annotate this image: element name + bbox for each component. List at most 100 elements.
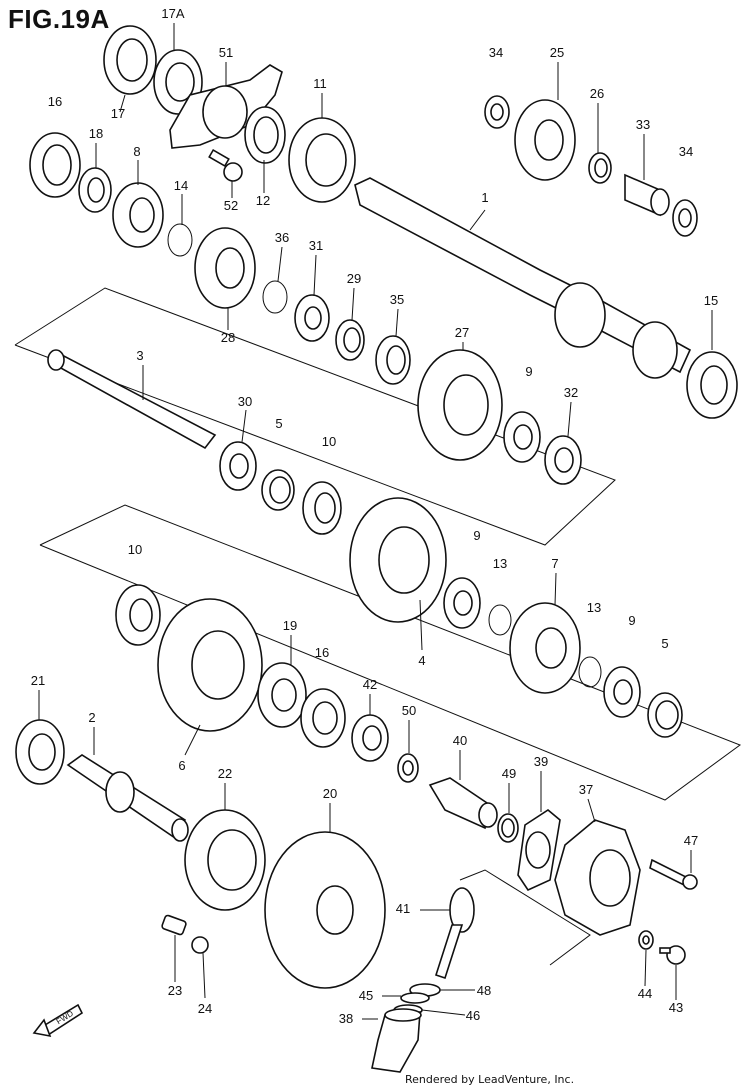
part-33-spacer[interactable]	[624, 173, 670, 217]
part-19-washer[interactable]	[257, 662, 307, 728]
part-38-speedo-sleeve[interactable]	[371, 1008, 422, 1073]
part-52-screw[interactable]	[208, 148, 243, 182]
part-22-bearing[interactable]	[184, 809, 266, 911]
callout-22[interactable]: 22	[218, 766, 232, 781]
part-47-bolt[interactable]	[649, 858, 698, 890]
part-12-oil-seal[interactable]	[244, 106, 286, 164]
callout-44[interactable]: 44	[638, 986, 652, 1001]
callout-9-1[interactable]: 9	[525, 364, 532, 379]
part-32-lock-washer[interactable]	[544, 435, 582, 485]
callout-45[interactable]: 45	[359, 988, 373, 1003]
callout-11[interactable]: 11	[313, 76, 327, 91]
callout-30[interactable]: 30	[238, 394, 252, 409]
part-49-o-ring[interactable]	[497, 813, 519, 843]
callout-51[interactable]: 51	[219, 45, 233, 60]
part-4-gear[interactable]	[349, 497, 447, 623]
part-13-circlip-a[interactable]	[488, 604, 512, 636]
part-43-bolt[interactable]	[659, 945, 686, 965]
part-9-washer-b[interactable]	[443, 577, 481, 629]
part-39-gasket[interactable]	[517, 809, 561, 892]
part-25-gear[interactable]	[514, 99, 576, 181]
callout-20[interactable]: 20	[323, 786, 337, 801]
part-50-washer[interactable]	[397, 753, 419, 783]
callout-16-2[interactable]: 16	[315, 645, 329, 660]
part-24-screw[interactable]	[191, 936, 209, 954]
callout-9-2[interactable]: 9	[473, 528, 480, 543]
callout-26[interactable]: 26	[590, 86, 604, 101]
callout-3[interactable]: 3	[136, 348, 143, 363]
callout-4[interactable]: 4	[418, 653, 425, 668]
part-37-speedo-housing[interactable]	[554, 819, 641, 936]
part-16-bearing-b[interactable]	[300, 688, 346, 748]
callout-28[interactable]: 28	[221, 330, 235, 345]
part-5-bushing-a[interactable]	[261, 469, 295, 511]
part-16-bearing[interactable]	[29, 132, 81, 198]
part-26-bushing[interactable]	[588, 152, 612, 184]
callout-48[interactable]: 48	[477, 983, 491, 998]
part-5-bushing-b[interactable]	[647, 692, 683, 738]
callout-50[interactable]: 50	[402, 703, 416, 718]
callout-33[interactable]: 33	[636, 117, 650, 132]
part-20-gear[interactable]	[264, 831, 386, 989]
part-45-o-ring[interactable]	[400, 992, 430, 1004]
part-17-bearing[interactable]	[103, 25, 157, 95]
part-36-circlip[interactable]	[262, 280, 288, 314]
part-18-washer[interactable]	[78, 167, 112, 213]
callout-5-1[interactable]: 5	[275, 416, 282, 431]
part-13-circlip-b[interactable]	[578, 656, 602, 688]
callout-38[interactable]: 38	[339, 1011, 353, 1026]
part-41-speedo-driven-gear[interactable]	[434, 887, 475, 980]
callout-18[interactable]: 18	[89, 126, 103, 141]
callout-12[interactable]: 12	[256, 193, 270, 208]
part-15-bearing[interactable]	[686, 351, 738, 419]
callout-43[interactable]: 43	[669, 1000, 683, 1015]
callout-8[interactable]: 8	[133, 144, 140, 159]
part-35-needle-bearing[interactable]	[375, 335, 411, 385]
part-30-lock-washer[interactable]	[219, 441, 257, 491]
part-28-gear-hub[interactable]	[194, 227, 256, 309]
part-8-gear[interactable]	[112, 182, 164, 248]
part-10-needle-bearing-a[interactable]	[302, 481, 342, 535]
callout-32[interactable]: 32	[564, 385, 578, 400]
part-44-washer[interactable]	[638, 930, 654, 950]
part-9-washer-c[interactable]	[603, 666, 641, 718]
callout-34-2[interactable]: 34	[679, 144, 693, 159]
part-3-countershaft[interactable]	[47, 349, 217, 450]
part-1-main-shaft[interactable]	[354, 177, 692, 379]
callout-41[interactable]: 41	[396, 901, 410, 916]
callout-35[interactable]: 35	[390, 292, 404, 307]
callout-34-1[interactable]: 34	[489, 45, 503, 60]
part-40-speedo-drive-gear[interactable]	[428, 777, 498, 830]
callout-13-2[interactable]: 13	[587, 600, 601, 615]
callout-21[interactable]: 21	[31, 673, 45, 688]
part-34-washer-a[interactable]	[484, 95, 510, 129]
callout-49[interactable]: 49	[502, 766, 516, 781]
callout-10-2[interactable]: 10	[128, 542, 142, 557]
callout-24[interactable]: 24	[198, 1001, 212, 1016]
callout-23[interactable]: 23	[168, 983, 182, 998]
callout-5-2[interactable]: 5	[661, 636, 668, 651]
callout-16-1[interactable]: 16	[48, 94, 62, 109]
part-11-bearing[interactable]	[288, 117, 356, 203]
part-2-drive-shaft[interactable]	[66, 754, 189, 842]
callout-9-3[interactable]: 9	[628, 613, 635, 628]
callout-25[interactable]: 25	[550, 45, 564, 60]
callout-1[interactable]: 1	[481, 190, 488, 205]
part-10-needle-bearing-b[interactable]	[115, 584, 161, 646]
callout-6[interactable]: 6	[178, 758, 185, 773]
callout-14[interactable]: 14	[174, 178, 188, 193]
callout-29[interactable]: 29	[347, 271, 361, 286]
callout-15[interactable]: 15	[704, 293, 718, 308]
part-23-plate[interactable]	[161, 914, 187, 936]
callout-39[interactable]: 39	[534, 754, 548, 769]
callout-17a[interactable]: 17A	[161, 6, 184, 21]
callout-13-1[interactable]: 13	[493, 556, 507, 571]
callout-19[interactable]: 19	[283, 618, 297, 633]
callout-47[interactable]: 47	[684, 833, 698, 848]
part-42-collar[interactable]	[351, 714, 389, 762]
callout-42[interactable]: 42	[363, 677, 377, 692]
callout-17[interactable]: 17	[111, 106, 125, 121]
callout-2[interactable]: 2	[88, 710, 95, 725]
part-31-washer[interactable]	[294, 294, 330, 342]
part-21-bearing[interactable]	[15, 719, 65, 785]
